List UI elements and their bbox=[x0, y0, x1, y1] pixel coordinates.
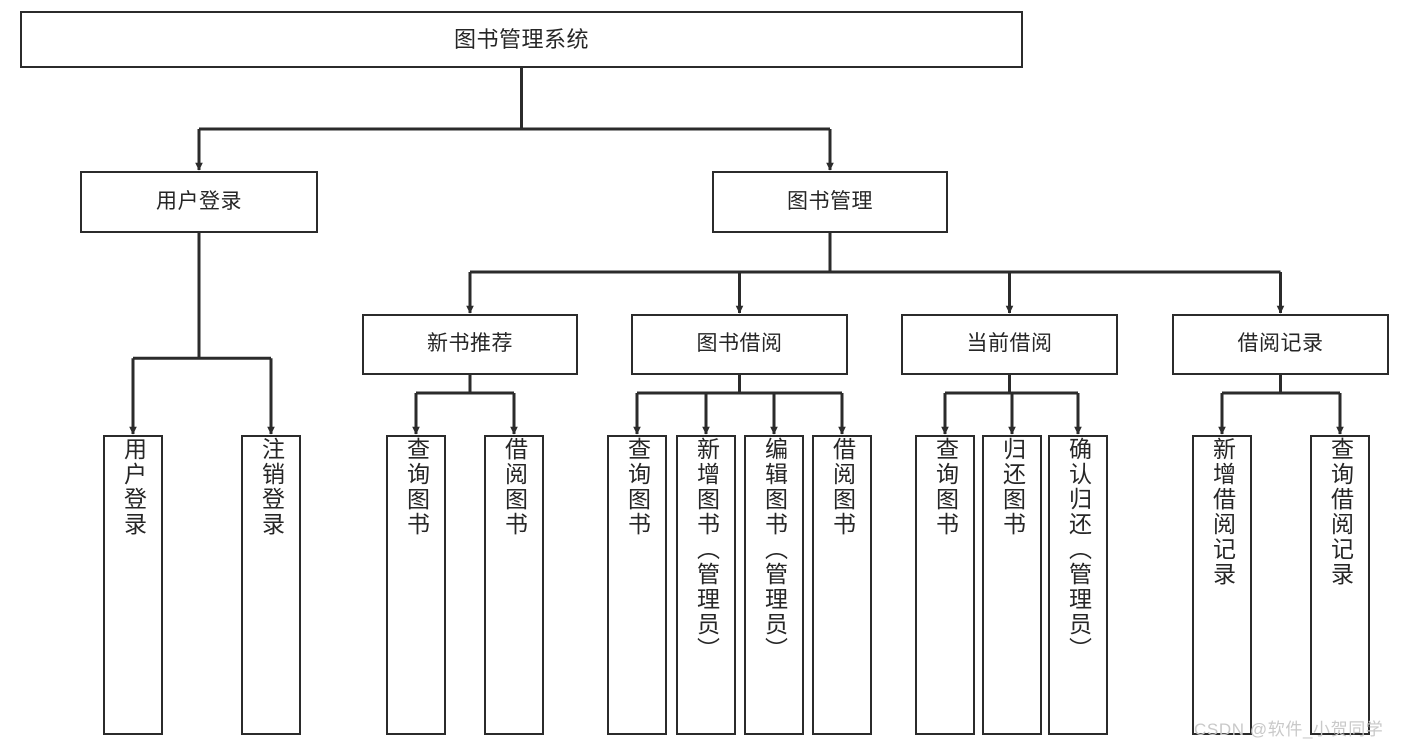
node-l-return[interactable]: 归还图书 bbox=[982, 435, 1042, 735]
node-newbook[interactable]: 新书推荐 bbox=[362, 314, 578, 375]
node-l-edit[interactable]: 编辑图书（管理员） bbox=[744, 435, 804, 735]
node-label: 查询借阅记录 bbox=[1327, 437, 1354, 587]
node-borrow[interactable]: 图书借阅 bbox=[631, 314, 848, 375]
node-label: 编辑图书（管理员） bbox=[761, 437, 788, 662]
node-label: 图书管理 bbox=[787, 189, 873, 213]
node-label: 查询图书 bbox=[403, 437, 430, 537]
node-label: 借阅图书 bbox=[829, 437, 856, 537]
node-l-addrec[interactable]: 新增借阅记录 bbox=[1192, 435, 1252, 735]
node-l-borrow1[interactable]: 借阅图书 bbox=[484, 435, 544, 735]
node-l-queryrec[interactable]: 查询借阅记录 bbox=[1310, 435, 1370, 735]
node-label: 查询图书 bbox=[624, 437, 651, 537]
node-label: 图书借阅 bbox=[696, 332, 783, 356]
node-l-logout[interactable]: 注销登录 bbox=[241, 435, 301, 735]
node-records[interactable]: 借阅记录 bbox=[1172, 314, 1389, 375]
node-bookmgmt[interactable]: 图书管理 bbox=[712, 171, 948, 233]
node-label: 当前借阅 bbox=[966, 332, 1053, 356]
node-label: 注销登录 bbox=[258, 437, 285, 537]
node-l-add[interactable]: 新增图书（管理员） bbox=[676, 435, 736, 735]
node-label: 用户登录 bbox=[156, 189, 242, 213]
node-l-login[interactable]: 用户登录 bbox=[103, 435, 163, 735]
node-label: 新书推荐 bbox=[427, 332, 513, 356]
node-l-confirm[interactable]: 确认归还（管理员） bbox=[1048, 435, 1108, 735]
node-login[interactable]: 用户登录 bbox=[80, 171, 318, 233]
node-label: 新增借阅记录 bbox=[1209, 437, 1236, 587]
node-l-query2[interactable]: 查询图书 bbox=[607, 435, 667, 735]
node-root[interactable]: 图书管理系统 bbox=[20, 11, 1023, 68]
node-label: 确认归还（管理员） bbox=[1065, 437, 1092, 662]
node-l-query3[interactable]: 查询图书 bbox=[915, 435, 975, 735]
node-label: 归还图书 bbox=[999, 437, 1026, 537]
node-l-borrow2[interactable]: 借阅图书 bbox=[812, 435, 872, 735]
node-label: 用户登录 bbox=[120, 437, 147, 537]
node-label: 借阅图书 bbox=[501, 437, 528, 537]
node-label: 查询图书 bbox=[932, 437, 959, 537]
node-label: 借阅记录 bbox=[1237, 332, 1324, 356]
node-current[interactable]: 当前借阅 bbox=[901, 314, 1118, 375]
csdn-watermark: CSDN @软件_小贺同学 bbox=[1194, 720, 1384, 739]
node-label: 图书管理系统 bbox=[453, 26, 589, 52]
node-l-query1[interactable]: 查询图书 bbox=[386, 435, 446, 735]
node-label: 新增图书（管理员） bbox=[693, 437, 720, 662]
